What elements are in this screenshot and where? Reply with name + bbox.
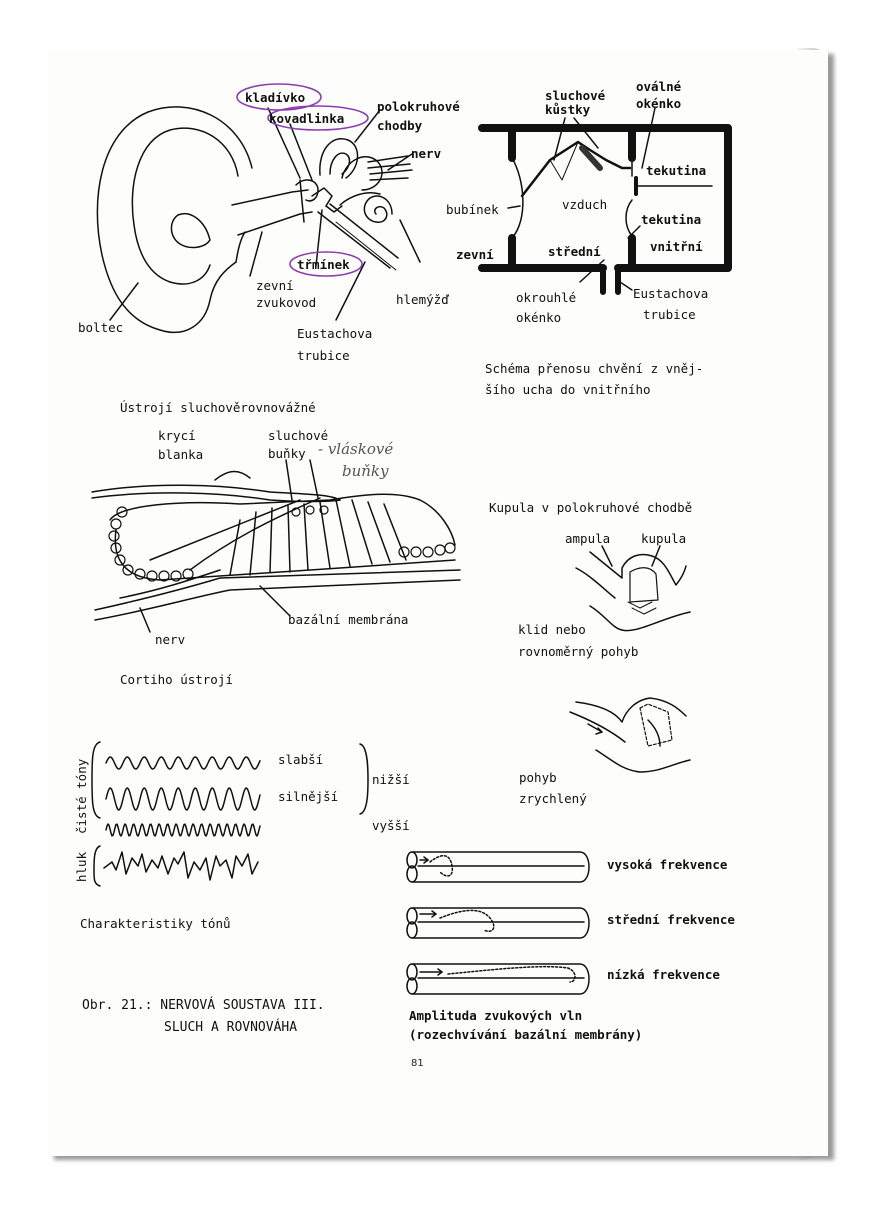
label-zevni: zevní (256, 278, 294, 293)
label-blanka: blanka (158, 447, 203, 462)
label-boltec: boltec (78, 320, 123, 335)
label-vzduch: vzduch (562, 197, 607, 212)
label-slabsi: slabší (278, 752, 323, 767)
label-okrouhle: okrouhlé (516, 290, 576, 305)
title-kupula: Kupula v polokruhové chodbě (489, 500, 692, 515)
title-ustroji: Ústrojí sluchověrovnovážné (120, 400, 316, 415)
caption-corti: Cortiho ústrojí (120, 672, 233, 687)
page-number: 81 (411, 1058, 424, 1069)
label-ampula: ampula (565, 531, 610, 546)
label-hluk: hluk (74, 852, 89, 882)
tone-waves (92, 742, 368, 886)
label-zrychleny: zrychlený (519, 791, 587, 806)
label-sluchove: sluchové (545, 88, 605, 103)
label-corti-nerv: nerv (155, 632, 185, 647)
label-hlemyzd: hlemýžď (396, 292, 449, 307)
label-vyssi: vyšší (372, 818, 410, 833)
label-kladivko: kladívko (245, 90, 305, 105)
label-eustachova-schema: Eustachova (633, 286, 708, 301)
label-polokruhove: polokruhové (377, 99, 460, 114)
label-bazalni: bazální membrána (288, 612, 408, 627)
label-ear-nerv: nerv (411, 146, 441, 161)
label-stredni-frekvence: střední frekvence (607, 912, 735, 927)
caption-amplitude-line2: (rozechvívání bazální membrány) (409, 1027, 642, 1042)
label-nizka: nízká frekvence (607, 967, 720, 982)
label-zevni-schema: zevní (456, 247, 494, 262)
label-ciste-tony: čisté tóny (74, 759, 89, 834)
caption-schema-line2: šího ucha do vnitřního (485, 382, 651, 397)
label-tekutina-bottom: tekutina (641, 212, 701, 227)
label-eustachova: Eustachova (297, 326, 372, 341)
label-zvukovod: zvukovod (256, 295, 316, 310)
label-okenko-okrouhle: okénko (516, 310, 561, 325)
label-trminek: třmínek (297, 257, 350, 272)
figure-caption-line1: Obr. 21.: NERVOVÁ SOUSTAVA III. (82, 998, 325, 1013)
label-pohyb: pohyb (519, 770, 557, 785)
caption-tones: Charakteristiky tónů (80, 916, 231, 931)
label-bunky: buňky (268, 446, 306, 461)
label-bubinek: bubínek (446, 202, 499, 217)
cupula-diagram (570, 546, 690, 772)
caption-schema-line1: Schéma přenosu chvění z vněj- (485, 361, 703, 376)
corti-organ (92, 460, 460, 632)
handwritten-bunky: buňky (342, 462, 389, 480)
label-kustky: kůstky (545, 102, 590, 117)
caption-amplitude-line1: Amplituda zvukových vln (409, 1008, 582, 1023)
label-kovadlinka: kovadlinka (269, 111, 344, 126)
label-kryci: krycí (158, 428, 196, 443)
handwritten-vlaskove: - vláskové (318, 440, 393, 458)
label-silnejsi: silnější (278, 789, 338, 804)
label-chodby: chodby (377, 118, 422, 133)
label-stredni: střední (548, 244, 601, 259)
label-klid: klid nebo (518, 622, 586, 637)
label-tekutina-top: tekutina (646, 163, 706, 178)
figure-caption-line2: SLUCH A ROVNOVÁHA (164, 1020, 297, 1035)
label-rovnomerny: rovnoměrný pohyb (518, 644, 638, 659)
amplitude-tubes (407, 852, 589, 994)
label-nizsi: nižší (372, 772, 410, 787)
label-vnitrni: vnitřní (650, 239, 703, 254)
label-kupula: kupula (641, 531, 686, 546)
label-okenko-ovalne: okénko (636, 96, 681, 111)
label-trubice-schema: trubice (643, 307, 696, 322)
label-vysoka: vysoká frekvence (607, 857, 727, 872)
label-ovalne: oválné (636, 79, 681, 94)
label-trubice: trubice (297, 348, 350, 363)
